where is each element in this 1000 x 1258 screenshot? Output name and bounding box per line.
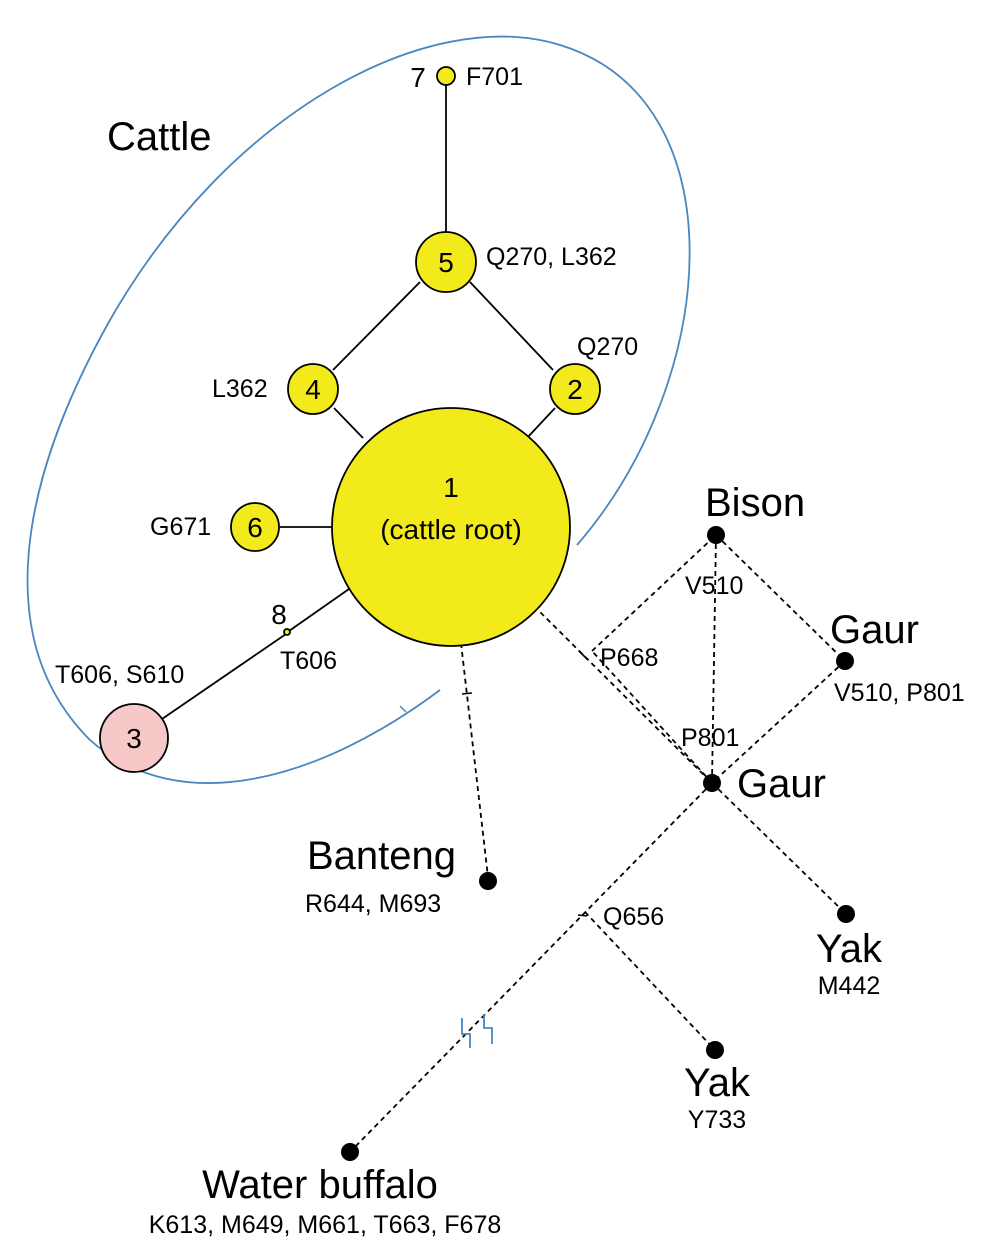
node-2 <box>549 363 601 415</box>
node-1-number: 1 <box>443 472 459 503</box>
gaur-yak-edge-label: Q656 <box>603 903 664 931</box>
edge-gaurb-yaka <box>711 782 847 915</box>
gaur-a-label: Gaur <box>830 608 919 652</box>
node-1 <box>331 407 571 647</box>
gaur-a-mutation: V510, P801 <box>834 679 965 707</box>
node-8-mutation: T606 <box>280 647 337 675</box>
edge-4-1 <box>333 407 364 439</box>
edge-2-1 <box>526 407 556 439</box>
node-6 <box>230 502 280 552</box>
yak-a-mutation: M442 <box>818 972 881 1000</box>
edge-q656-yakb <box>584 911 716 1051</box>
edge-gaura-gaurb <box>711 660 846 784</box>
buffalo-label: Water buffalo <box>202 1163 438 1207</box>
node-4-mutation: L362 <box>212 375 268 403</box>
banteng-label: Banteng <box>307 834 456 878</box>
yak-b-dot <box>706 1041 724 1059</box>
banteng-mutation: R644, M693 <box>305 890 441 918</box>
node-7 <box>436 66 456 86</box>
root-gaur-edge-label: P668 <box>600 644 658 672</box>
gaur-a-dot <box>836 652 854 670</box>
yak-a-dot <box>837 905 855 923</box>
gaur-b-label: Gaur <box>737 762 826 806</box>
gaur-b-dot <box>703 774 721 792</box>
edge-5-2 <box>469 281 554 371</box>
node-3 <box>99 703 169 773</box>
break-mark-2 <box>483 1014 493 1044</box>
edge-bison-gaura <box>715 534 846 662</box>
node-3-number: 3 <box>126 723 142 754</box>
buffalo-dot <box>341 1143 359 1161</box>
edge-1-banteng <box>460 642 489 878</box>
edge-8-3 <box>161 633 287 720</box>
node-5-number: 5 <box>438 247 454 278</box>
node-7-mutation: F701 <box>466 63 523 91</box>
edge-p668-bison <box>591 534 717 652</box>
cattle-ellipse <box>26 35 691 784</box>
node-8 <box>283 628 291 636</box>
edge-gaurb-bison-diag <box>591 650 713 784</box>
node-2-mutation: Q270 <box>577 333 638 361</box>
edge-1-gaurb <box>533 605 713 784</box>
bison-gaur-edge-label: V510 <box>685 572 743 600</box>
tick-q656 <box>577 914 588 917</box>
yak-a-label: Yak <box>816 927 883 971</box>
node-6-mutation: G671 <box>150 513 211 541</box>
gaur-gaur-edge-label: P801 <box>681 724 739 752</box>
node-3-mutation: T606, S610 <box>55 661 184 689</box>
banteng-dot <box>479 872 497 890</box>
node-6-number: 6 <box>247 512 263 543</box>
node-5 <box>415 231 477 293</box>
bison-dot <box>707 526 725 544</box>
bison-label: Bison <box>705 481 805 525</box>
node-4-number: 4 <box>305 374 321 405</box>
tick-p668 <box>578 650 589 661</box>
yak-b-label: Yak <box>684 1061 751 1105</box>
tick-banteng <box>461 692 473 695</box>
edge-5-4 <box>332 281 421 371</box>
ellipse-tick <box>399 705 407 713</box>
node-4 <box>287 363 339 415</box>
break-mark-1 <box>461 1018 471 1048</box>
buffalo-mutation: K613, M649, M661, T663, F678 <box>149 1211 502 1239</box>
node-2-number: 2 <box>567 374 583 405</box>
node-7-number: 7 <box>410 62 426 93</box>
edge-1-8 <box>288 588 350 632</box>
yak-b-mutation: Y733 <box>688 1106 746 1134</box>
node-5-mutation: Q270, L362 <box>486 243 617 271</box>
cattle-group-label: Cattle <box>107 115 212 159</box>
node-8-number: 8 <box>271 599 287 630</box>
node-1-label: (cattle root) <box>380 514 522 545</box>
